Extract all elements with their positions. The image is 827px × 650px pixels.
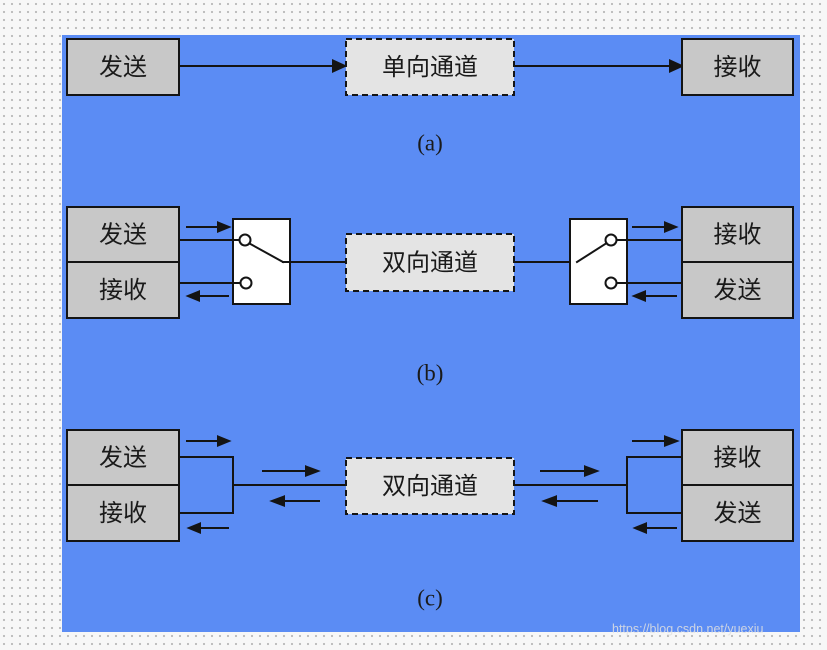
left-outbound-arrow xyxy=(262,465,321,477)
right-receive-box xyxy=(681,429,794,486)
receiver-label: 接收 xyxy=(714,53,762,81)
right-send-direction-arrow xyxy=(632,522,677,534)
right-inbound-arrow xyxy=(540,465,600,477)
right-send-box xyxy=(681,261,794,319)
left-send-label: 发送 xyxy=(99,221,147,249)
left-receive-label: 接收 xyxy=(99,276,147,304)
left-receive-direction-arrow xyxy=(186,522,229,534)
one-way-channel-box xyxy=(345,38,515,96)
left-send-direction-arrow xyxy=(186,221,232,233)
arrow-channel-to-receiver xyxy=(515,58,685,74)
two-way-channel-label: 双向通道 xyxy=(382,472,478,500)
arrow-sender-to-channel xyxy=(180,58,348,74)
right-receive-label: 接收 xyxy=(714,221,762,249)
one-way-channel-label: 单向通道 xyxy=(382,53,478,81)
caption-a: (a) xyxy=(417,131,443,156)
right-receive-direction-arrow xyxy=(632,435,680,447)
left-receive-direction-arrow xyxy=(185,290,229,302)
caption-b: (b) xyxy=(417,361,444,386)
two-way-channel-box xyxy=(345,457,515,515)
diagram-c: 发送 接收 双向通道 接收 发送 (c) xyxy=(66,429,794,611)
right-receive-direction-arrow xyxy=(632,221,679,233)
watermark: https://blog.csdn.net/yuexiu xyxy=(612,622,764,636)
left-switch-top-terminal xyxy=(238,233,252,247)
left-switch-lever xyxy=(248,242,285,264)
left-receive-box xyxy=(66,261,180,319)
left-inbound-arrow xyxy=(269,495,320,507)
right-send-box xyxy=(681,484,794,542)
right-switch-lever xyxy=(575,242,608,264)
two-way-channel-label: 双向通道 xyxy=(382,249,478,277)
right-send-label: 发送 xyxy=(714,499,762,527)
left-send-box xyxy=(66,429,180,486)
right-send-label: 发送 xyxy=(714,276,762,304)
right-outbound-arrow xyxy=(541,495,598,507)
left-switch-bottom-terminal xyxy=(239,276,253,290)
blue-panel xyxy=(62,35,800,632)
diagram-a: 发送 单向通道 接收 (a) xyxy=(66,38,794,156)
left-send-box xyxy=(66,206,180,263)
right-switch-top-terminal xyxy=(604,233,618,247)
right-send-direction-arrow xyxy=(631,290,677,302)
left-send-direction-arrow xyxy=(186,435,232,447)
left-send-label: 发送 xyxy=(99,444,147,472)
right-switch-bottom-terminal xyxy=(604,276,618,290)
right-receive-label: 接收 xyxy=(714,444,762,472)
caption-c: (c) xyxy=(417,586,443,611)
sender-box xyxy=(66,38,180,96)
left-receive-label: 接收 xyxy=(99,499,147,527)
two-way-channel-box xyxy=(345,233,515,292)
diagram-b: 发送 接收 双向通道 接收 发送 (b) xyxy=(66,206,794,386)
receiver-box xyxy=(681,38,794,96)
sender-label: 发送 xyxy=(99,53,147,81)
left-receive-box xyxy=(66,484,180,542)
